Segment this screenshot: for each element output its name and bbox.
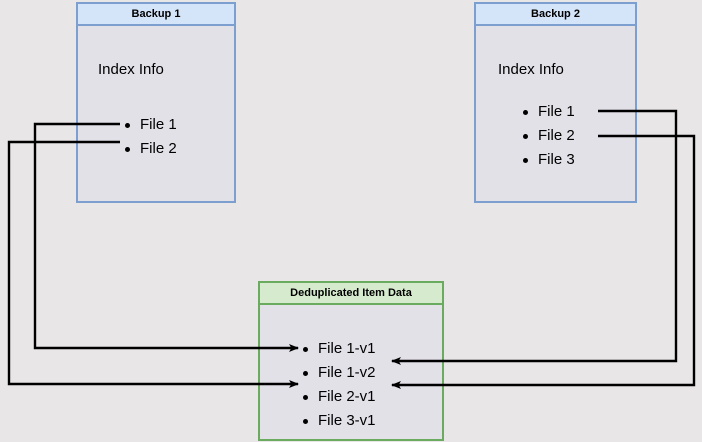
deduplicated-item-list: File 1-v1 File 1-v2 File 2-v1 File 3-v1 bbox=[302, 337, 376, 433]
backup-2-index-info-label: Index Info bbox=[498, 61, 564, 78]
backup-2-file-item: File 1 bbox=[522, 100, 575, 124]
backup-1-index-info-label: Index Info bbox=[98, 61, 164, 78]
backup-1-title: Backup 1 bbox=[78, 4, 234, 26]
dedup-item: File 3-v1 bbox=[302, 409, 376, 433]
backup-2-file-item: File 2 bbox=[522, 124, 575, 148]
backup-1-file-item: File 1 bbox=[124, 113, 177, 137]
backup-1-file-list: File 1 File 2 bbox=[124, 113, 177, 161]
backup-2-title: Backup 2 bbox=[476, 4, 635, 26]
backup-2-file-item: File 3 bbox=[522, 148, 575, 172]
dedup-item: File 2-v1 bbox=[302, 385, 376, 409]
backup-1-box: Backup 1 bbox=[76, 2, 236, 203]
dedup-item: File 1-v2 bbox=[302, 361, 376, 385]
backup-1-file-item: File 2 bbox=[124, 137, 177, 161]
deduplicated-item-data-title: Deduplicated Item Data bbox=[260, 283, 442, 305]
backup-2-file-list: File 1 File 2 File 3 bbox=[522, 100, 575, 172]
dedup-item: File 1-v1 bbox=[302, 337, 376, 361]
